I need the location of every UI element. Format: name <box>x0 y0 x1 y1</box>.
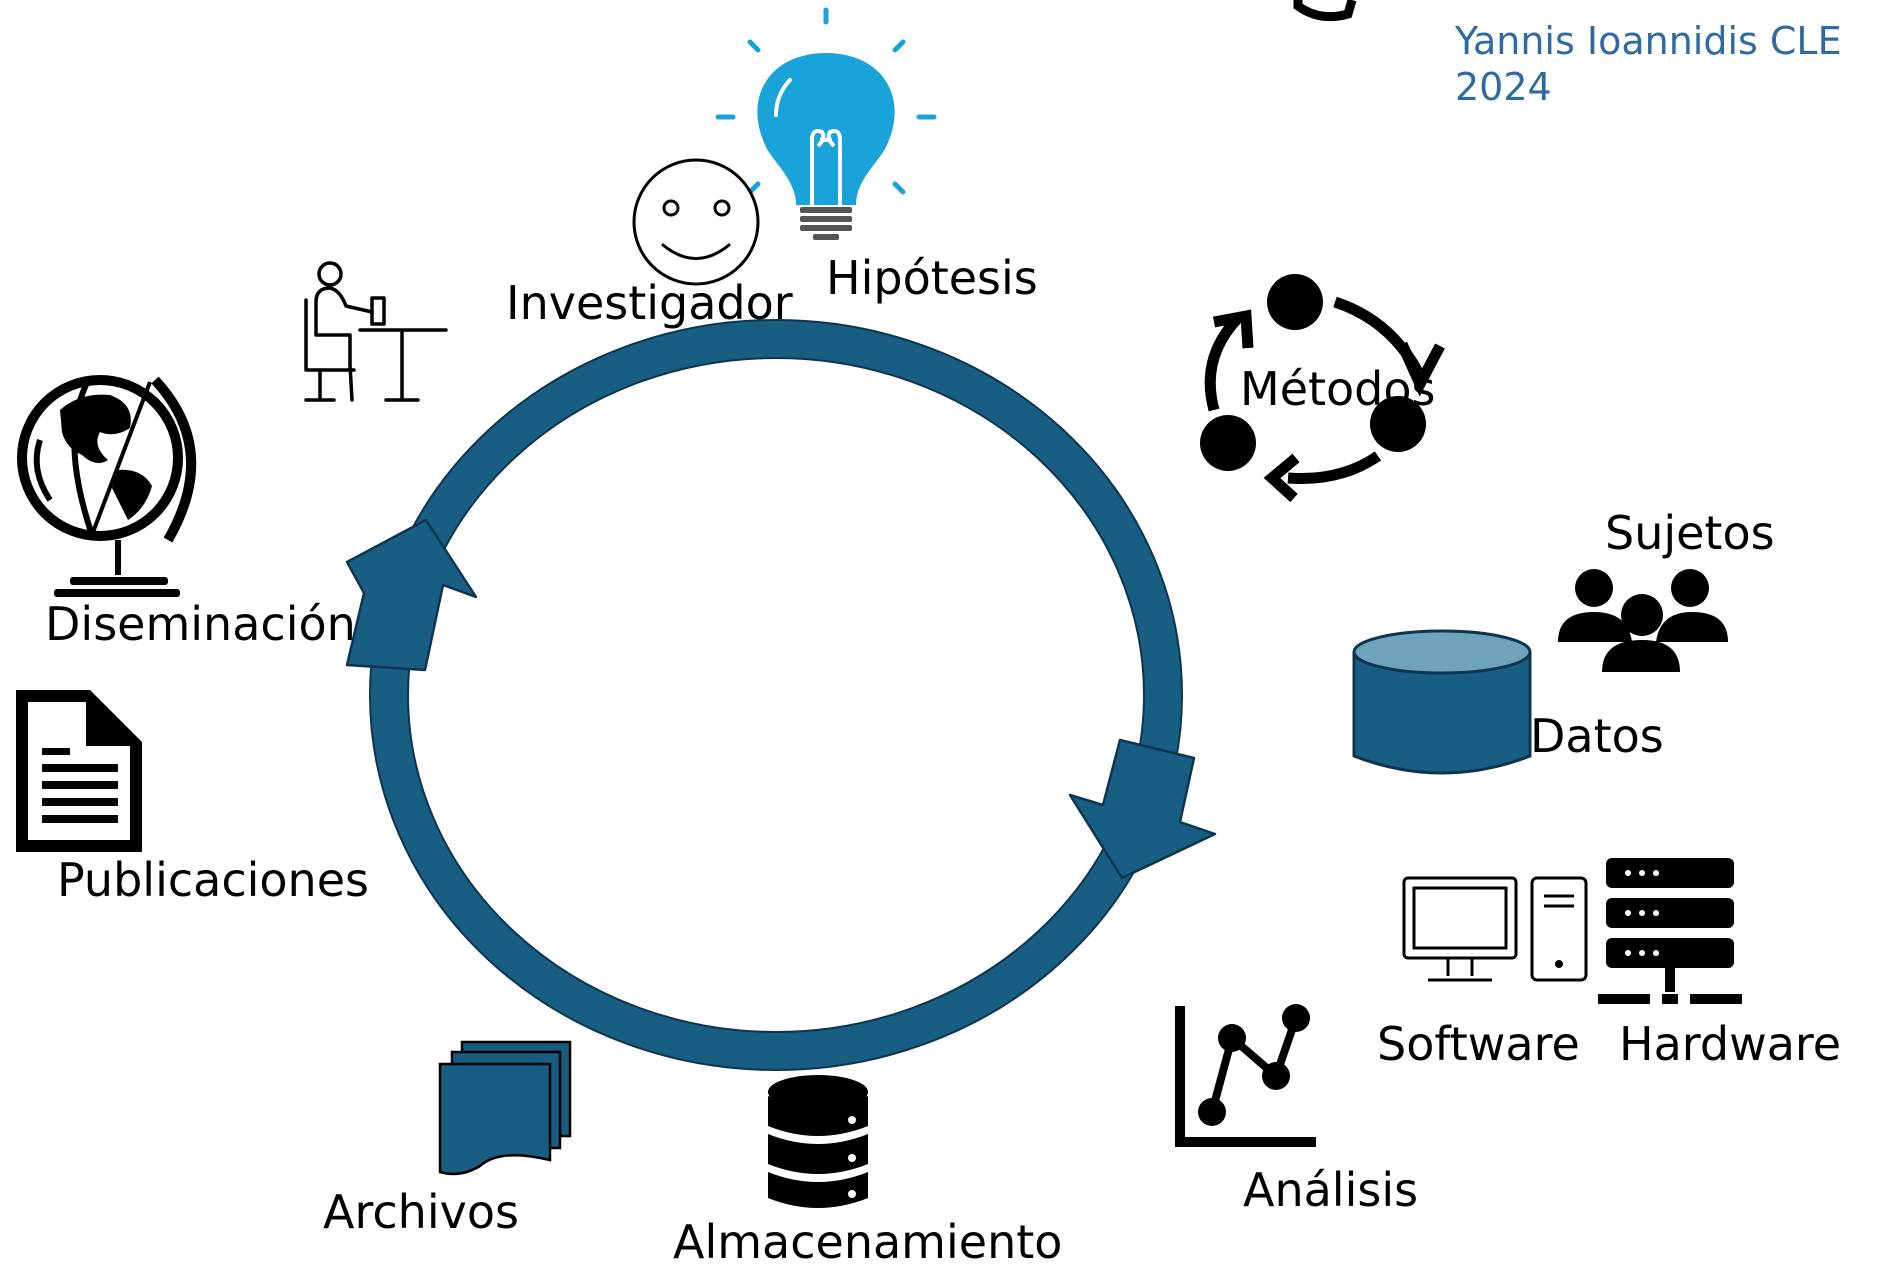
label-publicaciones: Publicaciones <box>57 853 369 907</box>
person-at-desk-icon <box>304 261 448 402</box>
cycle-ring <box>369 319 1183 1071</box>
label-analisis: Análisis <box>1243 1163 1419 1217</box>
label-archivos: Archivos <box>323 1185 519 1239</box>
smiley-face-icon <box>632 158 760 286</box>
label-software: Software <box>1377 1017 1580 1071</box>
label-metodos: Métodos <box>1240 362 1436 416</box>
label-investigador: Investigador <box>506 276 793 330</box>
lightbulb-icon <box>715 7 937 240</box>
label-diseminacion: Diseminación <box>45 597 356 651</box>
globe-icon <box>17 375 197 597</box>
cycle-arrow-left <box>345 518 478 672</box>
label-hardware: Hardware <box>1619 1017 1842 1071</box>
author-credit-line1: Yannis Ioannidis CLE <box>1455 19 1842 63</box>
database-cylinder-icon <box>1352 629 1532 775</box>
server-rack-icon <box>1598 858 1742 1004</box>
files-stack-icon <box>438 1040 572 1176</box>
line-chart-icon <box>1175 1004 1316 1147</box>
cycle-arrow-right <box>1068 738 1217 880</box>
desktop-computer-icon <box>1402 876 1588 982</box>
cycle-arrows-icon <box>1200 274 1445 503</box>
author-credit-line2: 2024 <box>1455 65 1552 109</box>
author-credit: Yannis Ioannidis CLE 2024 <box>1455 18 1842 110</box>
label-almacenamiento: Almacenamiento <box>673 1215 1063 1269</box>
people-group-icon <box>1558 569 1728 672</box>
label-datos: Datos <box>1530 709 1664 763</box>
label-sujetos: Sujetos <box>1605 506 1775 560</box>
document-icon <box>16 690 142 852</box>
database-stack-icon <box>768 1075 868 1208</box>
label-hipotesis: Hipótesis <box>826 251 1038 305</box>
title-fragment <box>1293 0 1357 22</box>
